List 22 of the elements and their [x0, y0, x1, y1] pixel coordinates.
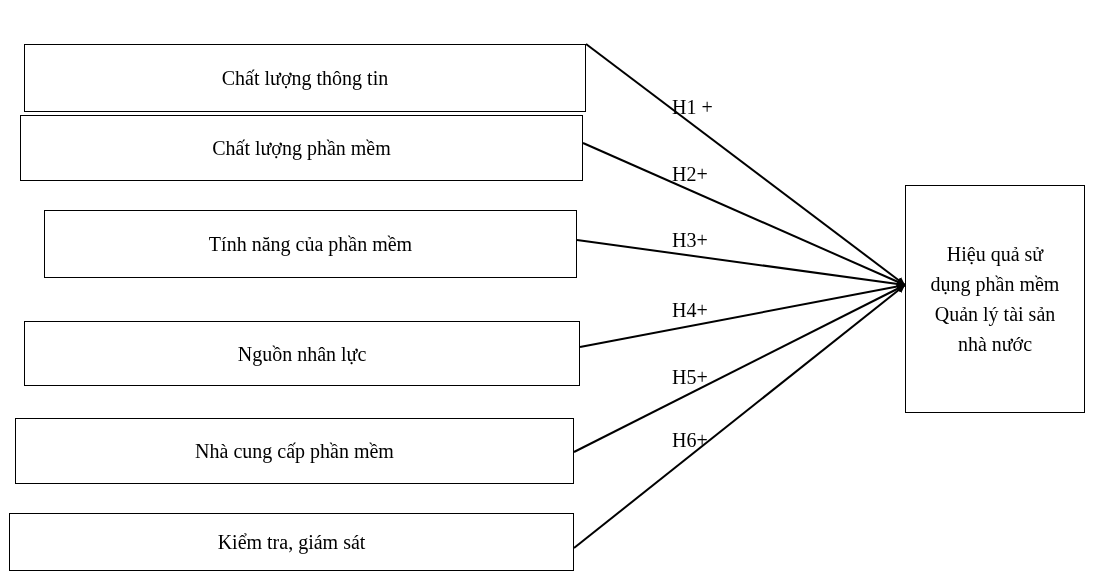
arrow: [585, 43, 906, 286]
process-box: [9, 513, 574, 571]
edge-label: H1 +: [672, 96, 713, 117]
box-text: Tính năng của phần mềm: [208, 232, 413, 256]
process-box: [15, 418, 574, 484]
edge-label: H6+: [672, 429, 708, 450]
box-text: Nhà cung cấp phần mềm: [195, 439, 394, 463]
box-text: Nguồn nhân lực: [237, 341, 367, 366]
box-text: Chất lượng thông tin: [221, 66, 389, 90]
process-box: [905, 185, 1085, 413]
edge-label: H2+: [672, 164, 708, 185]
process-box: [24, 44, 586, 112]
box-text: Chất lượng phần mềm: [212, 136, 391, 160]
process-box: [24, 321, 580, 386]
edge-label: H5+: [672, 367, 708, 388]
process-box: [44, 210, 577, 278]
box-text: Hiệu quả sử dụng phần mềm Quản lý tài sản nhà nước: [929, 242, 1061, 357]
arrow: [573, 284, 906, 549]
edge-label: H3+: [672, 229, 708, 250]
box-text: Kiểm tra, giám sát: [217, 530, 366, 554]
process-box: [20, 115, 583, 181]
edge-label: H4+: [672, 300, 708, 320]
